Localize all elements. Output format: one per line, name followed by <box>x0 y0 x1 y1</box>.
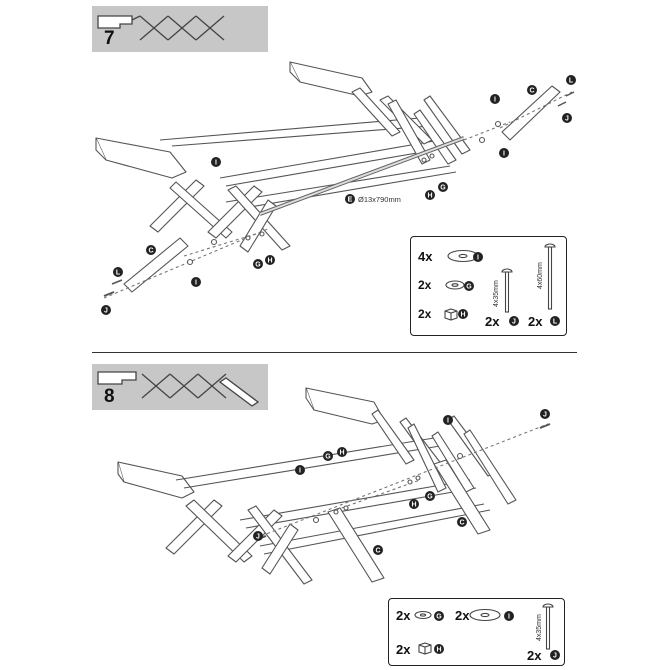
svg-text:H: H <box>436 647 441 654</box>
rack-thumbnail <box>97 15 225 41</box>
svg-text:H: H <box>427 193 432 200</box>
svg-text:C: C <box>529 88 534 95</box>
svg-text:I: I <box>508 614 510 621</box>
svg-text:Ø13x790mm: Ø13x790mm <box>358 195 401 204</box>
step-divider <box>92 352 577 353</box>
svg-text:I: I <box>215 160 217 167</box>
svg-text:4x35mm: 4x35mm <box>493 280 500 307</box>
svg-text:I: I <box>494 97 496 104</box>
part-callouts-step8: I G H H G I J J C C <box>253 409 550 555</box>
svg-text:4x60mm: 4x60mm <box>537 262 544 289</box>
step-number: 8 <box>104 386 115 407</box>
svg-text:I: I <box>447 418 449 425</box>
svg-text:H: H <box>460 312 465 319</box>
svg-text:I: I <box>195 280 197 287</box>
svg-text:H: H <box>339 450 344 457</box>
part-callouts-step7: I C L J I G H H G I I C L J <box>101 75 576 315</box>
nut-qty: 2x <box>396 642 411 657</box>
bolt35-qty: 2x <box>485 314 500 329</box>
washer-large-qty: 4x <box>418 249 433 264</box>
svg-text:E: E <box>348 197 353 204</box>
bolt60-qty: 2x <box>528 314 543 329</box>
svg-text:J: J <box>104 308 108 315</box>
svg-text:H: H <box>267 258 272 265</box>
svg-text:L: L <box>569 78 574 85</box>
svg-text:I: I <box>477 255 479 262</box>
svg-text:J: J <box>553 653 557 660</box>
bolt35-qty: 2x <box>527 648 542 663</box>
svg-text:G: G <box>325 454 331 461</box>
washer-large-qty: 2x <box>455 608 470 623</box>
svg-text:G: G <box>427 494 433 501</box>
hardware-drawings: 4x35mm 4x60mm I G H J L <box>444 243 560 326</box>
rod-label: E Ø13x790mm <box>345 194 401 204</box>
svg-text:J: J <box>512 319 516 326</box>
washer-small-qty: 2x <box>396 608 411 623</box>
svg-text:G: G <box>436 614 442 621</box>
svg-text:4x35mm: 4x35mm <box>536 614 543 641</box>
svg-text:C: C <box>375 548 380 555</box>
svg-text:J: J <box>256 534 260 541</box>
svg-text:G: G <box>466 284 472 291</box>
step-7-parts-box: 4x35mm 4x60mm I G H J L 4x 2x 2x 2x 2x <box>410 236 567 336</box>
nut-qty: 2x <box>418 307 432 321</box>
svg-text:J: J <box>543 412 547 419</box>
step-8-badge: 8 <box>92 364 268 410</box>
hardware-drawings: 4x35mm G I H J <box>414 603 560 660</box>
svg-text:C: C <box>459 520 464 527</box>
svg-text:G: G <box>255 262 261 269</box>
step-number: 7 <box>104 28 115 49</box>
step-7-badge: 7 <box>92 6 268 52</box>
svg-text:L: L <box>116 270 121 277</box>
svg-text:I: I <box>299 468 301 475</box>
svg-text:J: J <box>565 116 569 123</box>
svg-text:L: L <box>553 319 558 326</box>
svg-text:G: G <box>440 185 446 192</box>
svg-text:H: H <box>411 502 416 509</box>
rack-thumbnail <box>97 371 260 407</box>
washer-small-qty: 2x <box>418 278 432 292</box>
svg-text:I: I <box>503 151 505 158</box>
step-8-parts-box: 4x35mm G I H J 2x 2x 2x 2x <box>388 598 565 666</box>
svg-text:C: C <box>148 248 153 255</box>
